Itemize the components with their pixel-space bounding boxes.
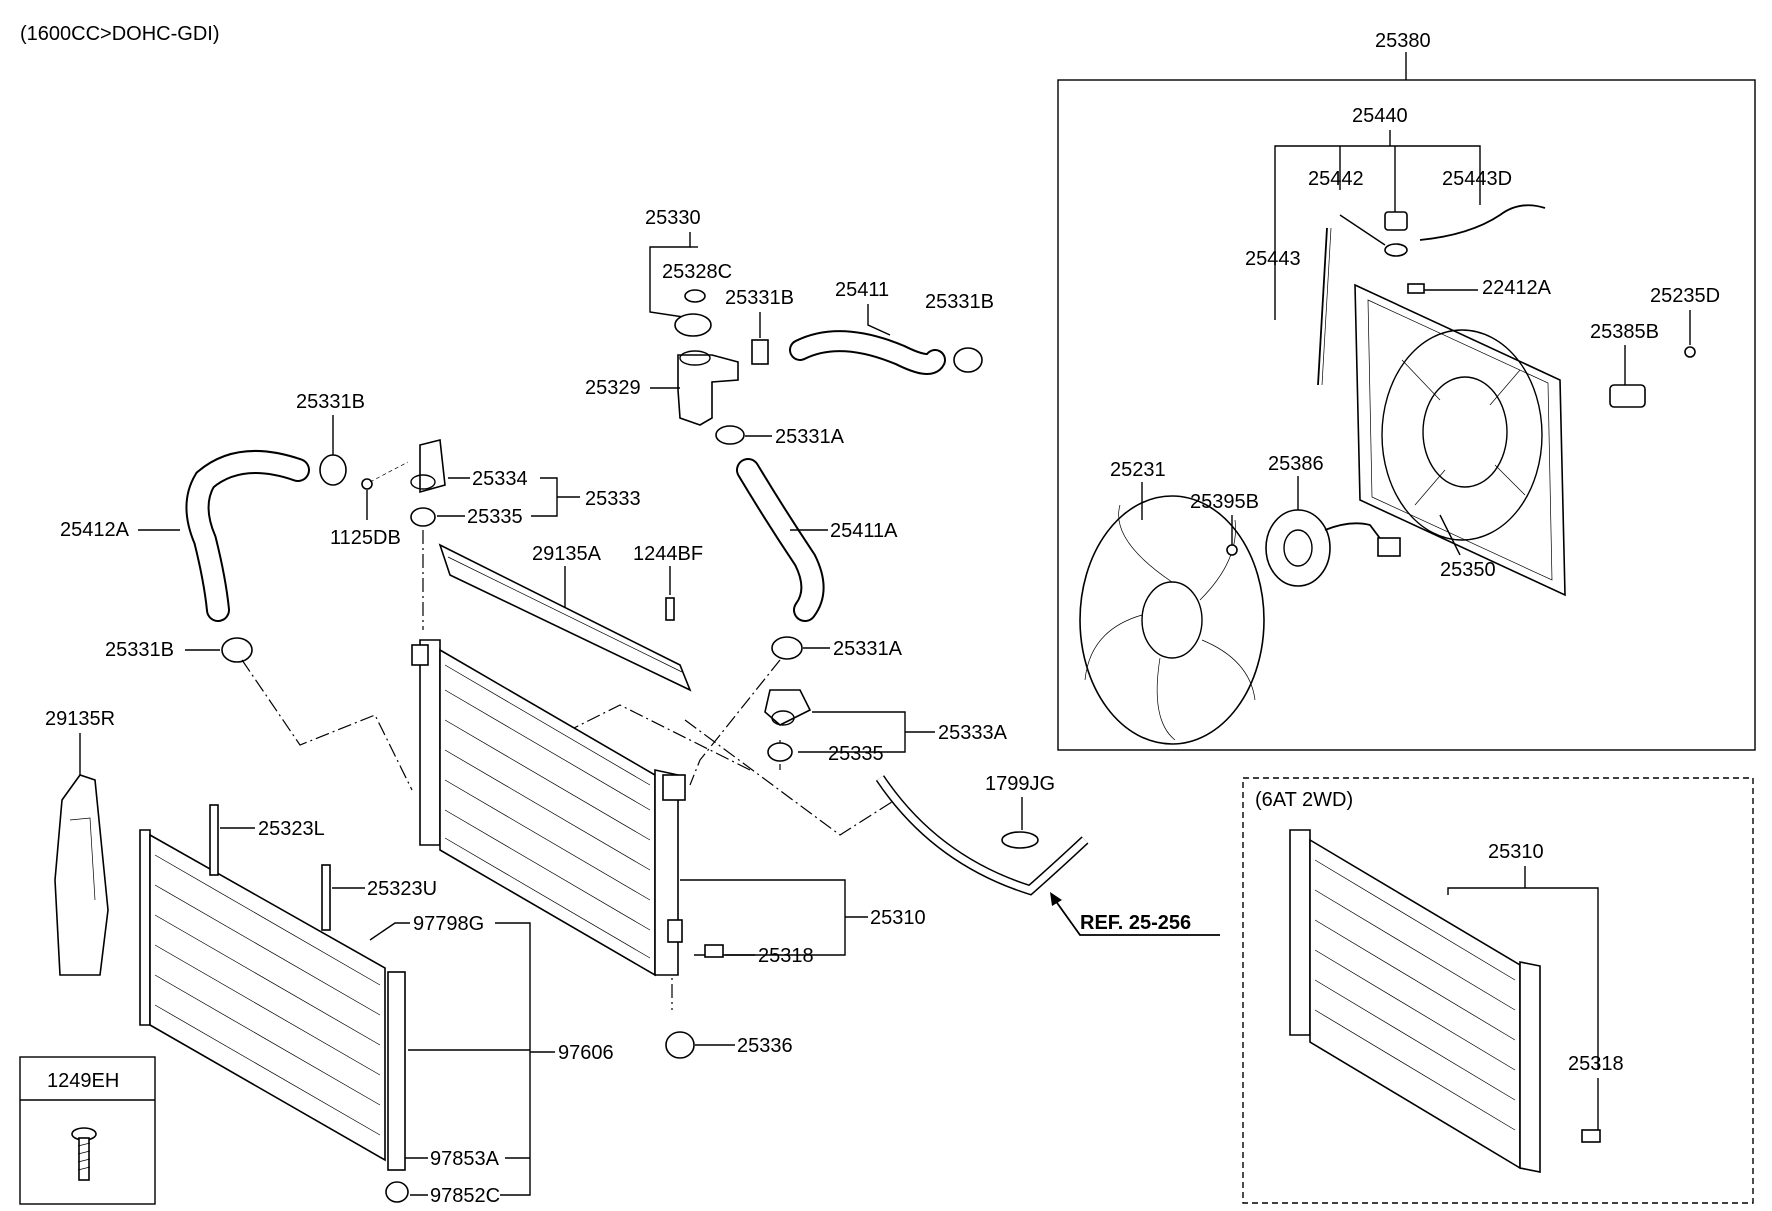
label-25231: 25231 <box>1110 459 1166 481</box>
fan-motor-25386 <box>1265 509 1401 587</box>
label-25443D: 25443D <box>1442 168 1512 190</box>
label-25331B-lower: 25331B <box>105 639 174 661</box>
fan-shroud-25350 <box>1354 283 1566 597</box>
label-25318: 25318 <box>758 945 814 967</box>
insulator-25335-upper-icon <box>410 507 436 527</box>
label-25412A: 25412A <box>60 519 130 541</box>
label-25333A: 25333A <box>938 722 1008 744</box>
bracket-25333A <box>764 689 812 726</box>
label-29135R: 29135R <box>45 708 115 730</box>
label-25336: 25336 <box>737 1035 793 1057</box>
label-25329: 25329 <box>585 377 641 399</box>
screw-1244BF-icon <box>665 597 675 621</box>
label-25411: 25411 <box>835 279 889 301</box>
overflow-hose-25443D <box>1419 204 1546 241</box>
label-25331B-right: 25331B <box>925 291 994 313</box>
label-25395B: 25395B <box>1190 491 1259 513</box>
label-25331B-left: 25331B <box>296 391 365 413</box>
plug-97852C-icon <box>385 1181 409 1203</box>
label-25330: 25330 <box>645 207 701 229</box>
label-25333: 25333 <box>585 488 641 510</box>
label-25331A-upper: 25331A <box>775 426 845 448</box>
bolt-1249EH-icon <box>71 1127 97 1181</box>
clamp-25331A-lower-icon <box>771 636 803 660</box>
cooling-fan-25231 <box>1079 495 1265 745</box>
fan-assembly-group: 25380 25440 25442 25443D 25443 22412A 25… <box>1057 30 1756 751</box>
label-1799JG: 1799JG <box>985 773 1055 795</box>
insulator-25335-lower-icon <box>767 742 793 762</box>
label-25411A: 25411A <box>830 520 898 542</box>
seal-25323U-icon <box>321 864 331 931</box>
label-1125DB: 1125DB <box>330 527 401 549</box>
label-25386: 25386 <box>1268 453 1324 475</box>
label-25442: 25442 <box>1308 168 1364 190</box>
label-97852C: 97852C <box>430 1185 500 1207</box>
radiator-25310 <box>411 639 686 977</box>
label-1249EH: 1249EH <box>47 1070 119 1092</box>
label-25443: 25443 <box>1245 248 1301 270</box>
label-25331B-cap: 25331B <box>725 287 794 309</box>
o-ring-25328C <box>684 289 706 303</box>
reference-arrow-icon <box>1050 892 1062 906</box>
clip-1799JG-icon <box>1001 831 1039 849</box>
clamp-25331B-cap-icon <box>751 339 769 365</box>
label-variant: (6AT 2WD) <box>1255 789 1353 811</box>
label-25323U: 25323U <box>367 878 437 900</box>
label-25335-lower: 25335 <box>828 743 884 765</box>
radiator-cap <box>674 313 712 337</box>
screw-25235D-icon <box>1684 346 1696 358</box>
label-25380: 25380 <box>1375 30 1431 52</box>
reservoir-cap <box>1384 211 1408 257</box>
label-25350: 25350 <box>1440 559 1496 581</box>
label-25235D: 25235D <box>1650 285 1720 307</box>
drain-plug-25318-variant-icon <box>1581 1129 1601 1143</box>
label-25318-variant: 25318 <box>1568 1053 1624 1075</box>
label-25331A-lower: 25331A <box>833 638 903 660</box>
label-25310: 25310 <box>870 907 926 929</box>
label-29135A: 29135A <box>532 543 602 565</box>
label-97853A: 97853A <box>430 1148 500 1170</box>
label-25323L: 25323L <box>258 818 325 840</box>
warning-label-icon <box>1407 283 1425 294</box>
condenser-97606 <box>139 829 406 1171</box>
screw-25395B-icon <box>1226 544 1238 556</box>
reference-label: REF. 25-256 <box>1080 912 1191 934</box>
drain-plug-25318-icon <box>704 944 724 958</box>
bolt-1249EH-box: 1249EH <box>19 1056 156 1205</box>
clamp-25331B-lower-icon <box>221 637 253 663</box>
air-guard-29135R <box>54 774 109 976</box>
clamp-25331B-right-icon <box>953 347 983 373</box>
air-guard-29135A <box>438 543 692 692</box>
label-25328C: 25328C <box>662 261 732 283</box>
label-25440: 25440 <box>1352 105 1408 127</box>
resistor-25385B-icon <box>1609 384 1646 408</box>
seal-25323L-icon <box>209 804 219 876</box>
label-97798G: 97798G <box>413 913 484 935</box>
label-25385B: 25385B <box>1590 321 1659 343</box>
filler-neck-25329 <box>677 350 739 426</box>
label-1244BF: 1244BF <box>633 543 703 565</box>
label-25310-variant: 25310 <box>1488 841 1544 863</box>
engine-spec-label: (1600CC>DOHC-GDI) <box>20 23 219 45</box>
label-25335-upper: 25335 <box>467 506 523 528</box>
variant-6at-2wd-box: (6AT 2WD) 25310 25318 <box>1242 777 1754 1204</box>
label-22412A: 22412A <box>1482 277 1552 299</box>
label-97606: 97606 <box>558 1042 614 1064</box>
bracket-25334 <box>410 439 446 494</box>
clamp-25331B-left-icon <box>319 454 347 486</box>
breather-tube-25443 <box>1317 227 1328 386</box>
label-25334: 25334 <box>472 468 528 490</box>
insulator-25336-icon <box>665 1031 695 1059</box>
bolt-1125DB-icon <box>361 478 373 490</box>
clamp-25331A-upper-icon <box>715 425 745 445</box>
